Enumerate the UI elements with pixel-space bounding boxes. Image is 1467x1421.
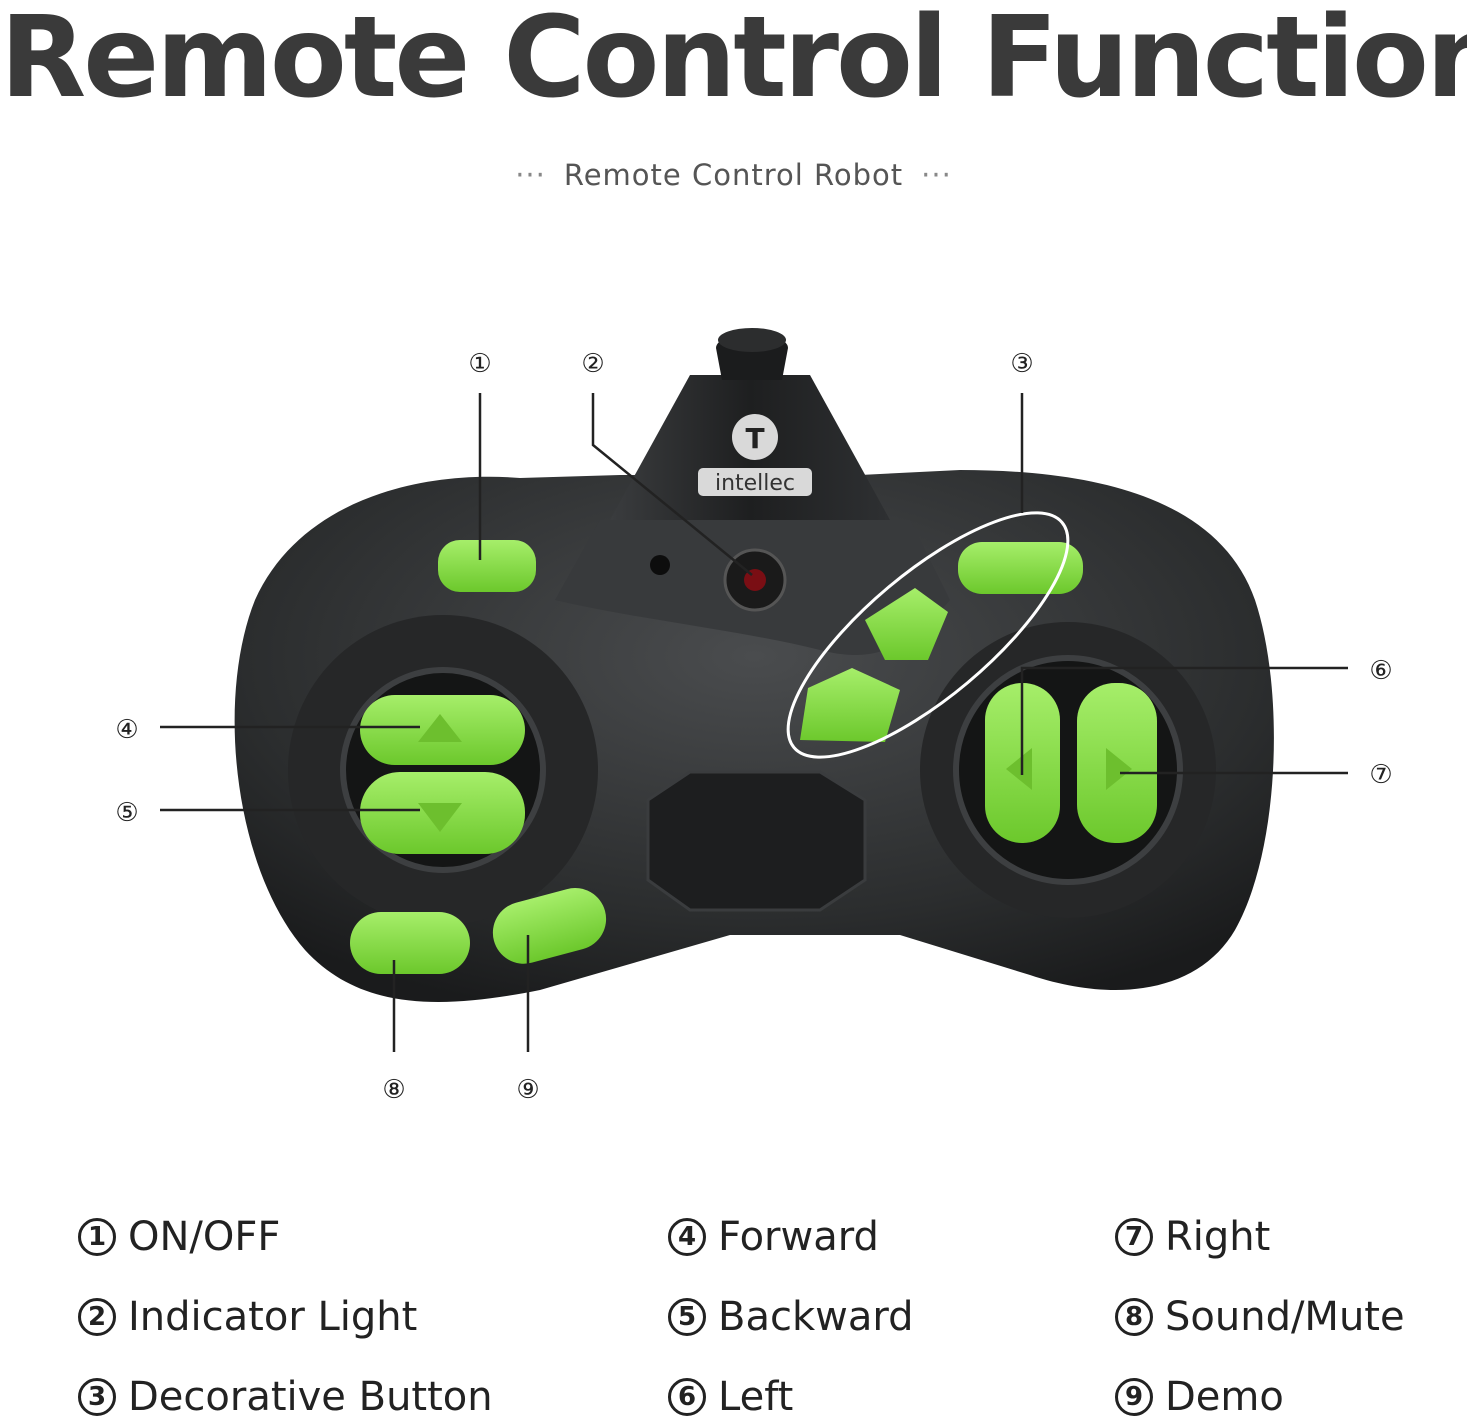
legend-badge: 7 bbox=[1115, 1218, 1153, 1256]
legend-item-sound-mute: 8 Sound/Mute bbox=[1115, 1294, 1405, 1340]
on-off-switch[interactable] bbox=[438, 540, 536, 592]
legend-item-on-off: 1 ON/OFF bbox=[78, 1214, 280, 1260]
remote-control-diagram: T intellec ① ② ③ ④ ⑤ ⑥ ⑦ ⑧ ⑨ bbox=[115, 328, 1393, 1105]
legend-label: ON/OFF bbox=[128, 1214, 281, 1260]
legend-badge: 2 bbox=[78, 1298, 116, 1336]
legend-item-left: 6 Left bbox=[668, 1374, 793, 1420]
brand-logo-icon bbox=[732, 414, 778, 460]
callout-line-6 bbox=[1020, 666, 1348, 775]
legend-badge: 3 bbox=[78, 1378, 116, 1416]
legend-item-demo: 9 Demo bbox=[1115, 1374, 1284, 1420]
callout-9: ⑨ bbox=[516, 1075, 539, 1105]
callout-line-2 bbox=[591, 393, 753, 576]
legend-label: Left bbox=[718, 1374, 794, 1420]
callout-5: ⑤ bbox=[115, 798, 138, 828]
legend-label: Indicator Light bbox=[128, 1294, 418, 1340]
brand-label-box bbox=[698, 468, 812, 496]
subtitle-dots-right: ··· bbox=[921, 158, 952, 192]
page-subtitle: ··· Remote Control Robot ··· bbox=[0, 158, 1467, 192]
decorative-button-middle[interactable] bbox=[865, 588, 948, 660]
legend-label: Demo bbox=[1165, 1374, 1284, 1420]
brand-label: intellec bbox=[715, 471, 795, 496]
legend-badge: 6 bbox=[668, 1378, 706, 1416]
callout-6: ⑥ bbox=[1369, 656, 1392, 686]
brand-logo: T intellec bbox=[698, 414, 812, 496]
speaker-grill bbox=[646, 770, 867, 912]
legend-item-right: 7 Right bbox=[1115, 1214, 1270, 1260]
subtitle-text: Remote Control Robot bbox=[563, 158, 904, 192]
subtitle-dots-left: ··· bbox=[515, 158, 546, 192]
decorative-button-bottom[interactable] bbox=[800, 668, 900, 742]
right-arrow-icon bbox=[1106, 748, 1132, 790]
mic-hole bbox=[650, 555, 670, 575]
callout-4: ④ bbox=[115, 715, 138, 745]
legend-label: Decorative Button bbox=[128, 1374, 493, 1420]
legend-label: Backward bbox=[718, 1294, 914, 1340]
decorative-highlight-outline bbox=[786, 511, 1070, 759]
legend-item-backward: 5 Backward bbox=[668, 1294, 913, 1340]
callout-3: ③ bbox=[1010, 349, 1033, 379]
legend-item-decorative-button: 3 Decorative Button bbox=[78, 1374, 493, 1420]
legend-label: Sound/Mute bbox=[1165, 1294, 1405, 1340]
decorative-button-top[interactable] bbox=[958, 542, 1083, 594]
legend-item-indicator-light: 2 Indicator Light bbox=[78, 1294, 417, 1340]
demo-button[interactable] bbox=[486, 881, 613, 971]
callout-1: ① bbox=[468, 349, 491, 379]
callout-8: ⑧ bbox=[382, 1075, 405, 1105]
legend-label: Right bbox=[1165, 1214, 1271, 1260]
brand-logo-letter: T bbox=[745, 422, 764, 455]
callout-lines bbox=[160, 393, 1348, 1052]
legend-label: Forward bbox=[718, 1214, 879, 1260]
legend-badge: 9 bbox=[1115, 1378, 1153, 1416]
legend-badge: 5 bbox=[668, 1298, 706, 1336]
backward-arrow-icon bbox=[418, 803, 462, 832]
left-arrow-icon bbox=[1006, 748, 1032, 790]
legend-badge: 4 bbox=[668, 1218, 706, 1256]
callout-7: ⑦ bbox=[1369, 760, 1392, 790]
sound-mute-button[interactable] bbox=[350, 912, 470, 974]
legend-badge: 8 bbox=[1115, 1298, 1153, 1336]
legend-badge: 1 bbox=[78, 1218, 116, 1256]
callout-2: ② bbox=[581, 349, 604, 379]
legend-item-forward: 4 Forward bbox=[668, 1214, 879, 1260]
antenna-knob-top bbox=[718, 328, 786, 352]
forward-arrow-icon bbox=[418, 714, 462, 742]
page-title: Remote Control Function bbox=[0, 0, 1467, 123]
